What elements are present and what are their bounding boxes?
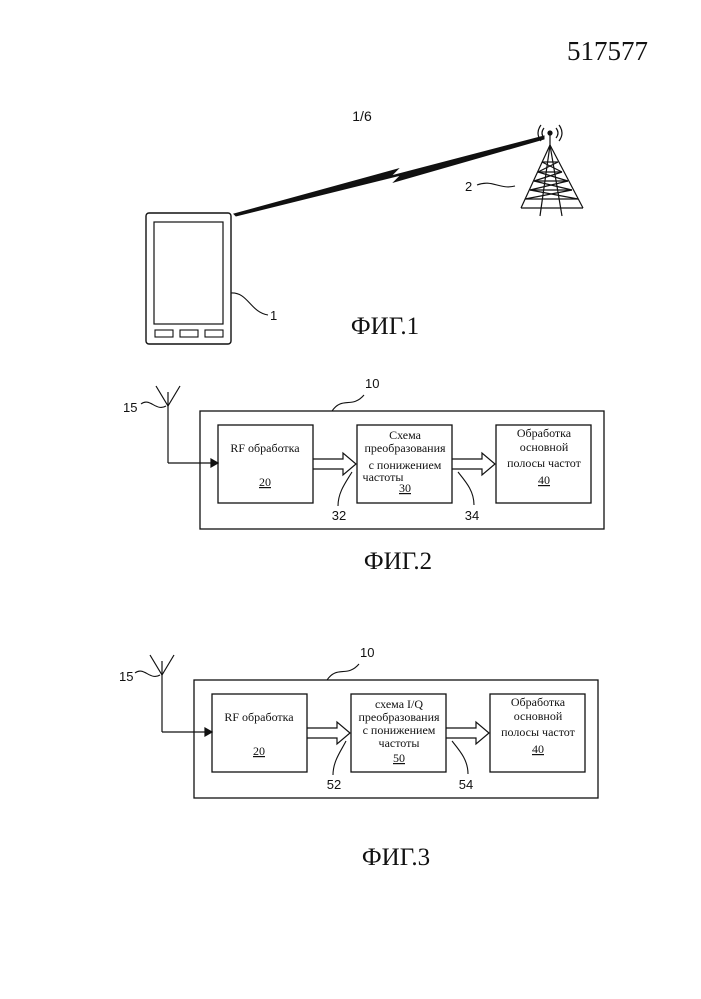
antenna-leader-line [135, 671, 160, 676]
antenna-ref-label: 15 [123, 400, 137, 415]
signal-in-leader-line [338, 472, 352, 506]
downconv-label-line1: Схема [389, 428, 422, 442]
baseband-label-line3: полосы частот [507, 456, 582, 470]
patent-number: 517577 [567, 36, 648, 66]
mobile-device-icon [146, 213, 231, 344]
signal-in-leader-line [333, 741, 346, 775]
tower-leader-line [477, 183, 515, 187]
figure-1: 1 2 ФИГ.1 [146, 125, 583, 344]
rf-block-label: RF обработка [230, 441, 300, 455]
wireless-link-icon [234, 136, 544, 216]
rf-block-ref: 20 [259, 475, 271, 489]
baseband-label-line1: Обработка [517, 426, 572, 440]
signal-out-ref-label: 34 [465, 508, 479, 523]
downconv-block-ref: 30 [399, 481, 411, 495]
container-ref-label: 10 [360, 645, 374, 660]
signal-out-leader-line [452, 741, 468, 774]
figure-3: 10 15 RF обработка 20 схема I/Q преобраз… [119, 645, 598, 871]
iq-label-line3: с понижением [363, 723, 436, 737]
signal-out-ref-label: 54 [459, 777, 473, 792]
rf-processing-block [212, 694, 307, 772]
downconv-label-line4: частоты [363, 470, 404, 484]
iq-label-line4: частоты [379, 736, 420, 750]
figure-2: 10 15 RF обработка 20 Схема преобразован… [123, 376, 604, 575]
signal-in-ref-label: 32 [332, 508, 346, 523]
base-station-tower-icon [521, 125, 583, 216]
antenna-leader-line [141, 402, 166, 407]
baseband-label-line2: основной [514, 709, 563, 723]
sheet-number: 1/6 [352, 108, 372, 124]
downconv-label-line2: преобразования [364, 441, 446, 455]
signal-arrow-icon [313, 453, 356, 475]
antenna-icon [156, 386, 218, 467]
baseband-label-line1: Обработка [511, 695, 566, 709]
container-leader-line [327, 664, 359, 680]
baseband-label-line3: полосы частот [501, 725, 576, 739]
figure-1-caption: ФИГ.1 [351, 313, 419, 340]
container-leader-line [332, 395, 364, 411]
figure-2-caption: ФИГ.2 [364, 548, 432, 575]
rf-processing-block [218, 425, 313, 503]
tower-ref-label: 2 [465, 179, 472, 194]
antenna-icon [150, 655, 212, 736]
antenna-ref-label: 15 [119, 669, 133, 684]
baseband-block-ref: 40 [532, 742, 544, 756]
baseband-label-line2: основной [520, 440, 569, 454]
iq-label-line2: преобразования [358, 710, 440, 724]
baseband-block-ref: 40 [538, 473, 550, 487]
figure-3-caption: ФИГ.3 [362, 844, 430, 871]
device-leader-line [231, 293, 268, 315]
signal-arrow-icon [307, 722, 350, 744]
iq-block-ref: 50 [393, 751, 405, 765]
signal-in-ref-label: 52 [327, 777, 341, 792]
device-ref-label: 1 [270, 308, 277, 323]
rf-block-label: RF обработка [224, 710, 294, 724]
signal-out-leader-line [458, 472, 474, 505]
rf-block-ref: 20 [253, 744, 265, 758]
container-ref-label: 10 [365, 376, 379, 391]
iq-label-line1: схема I/Q [375, 697, 423, 711]
